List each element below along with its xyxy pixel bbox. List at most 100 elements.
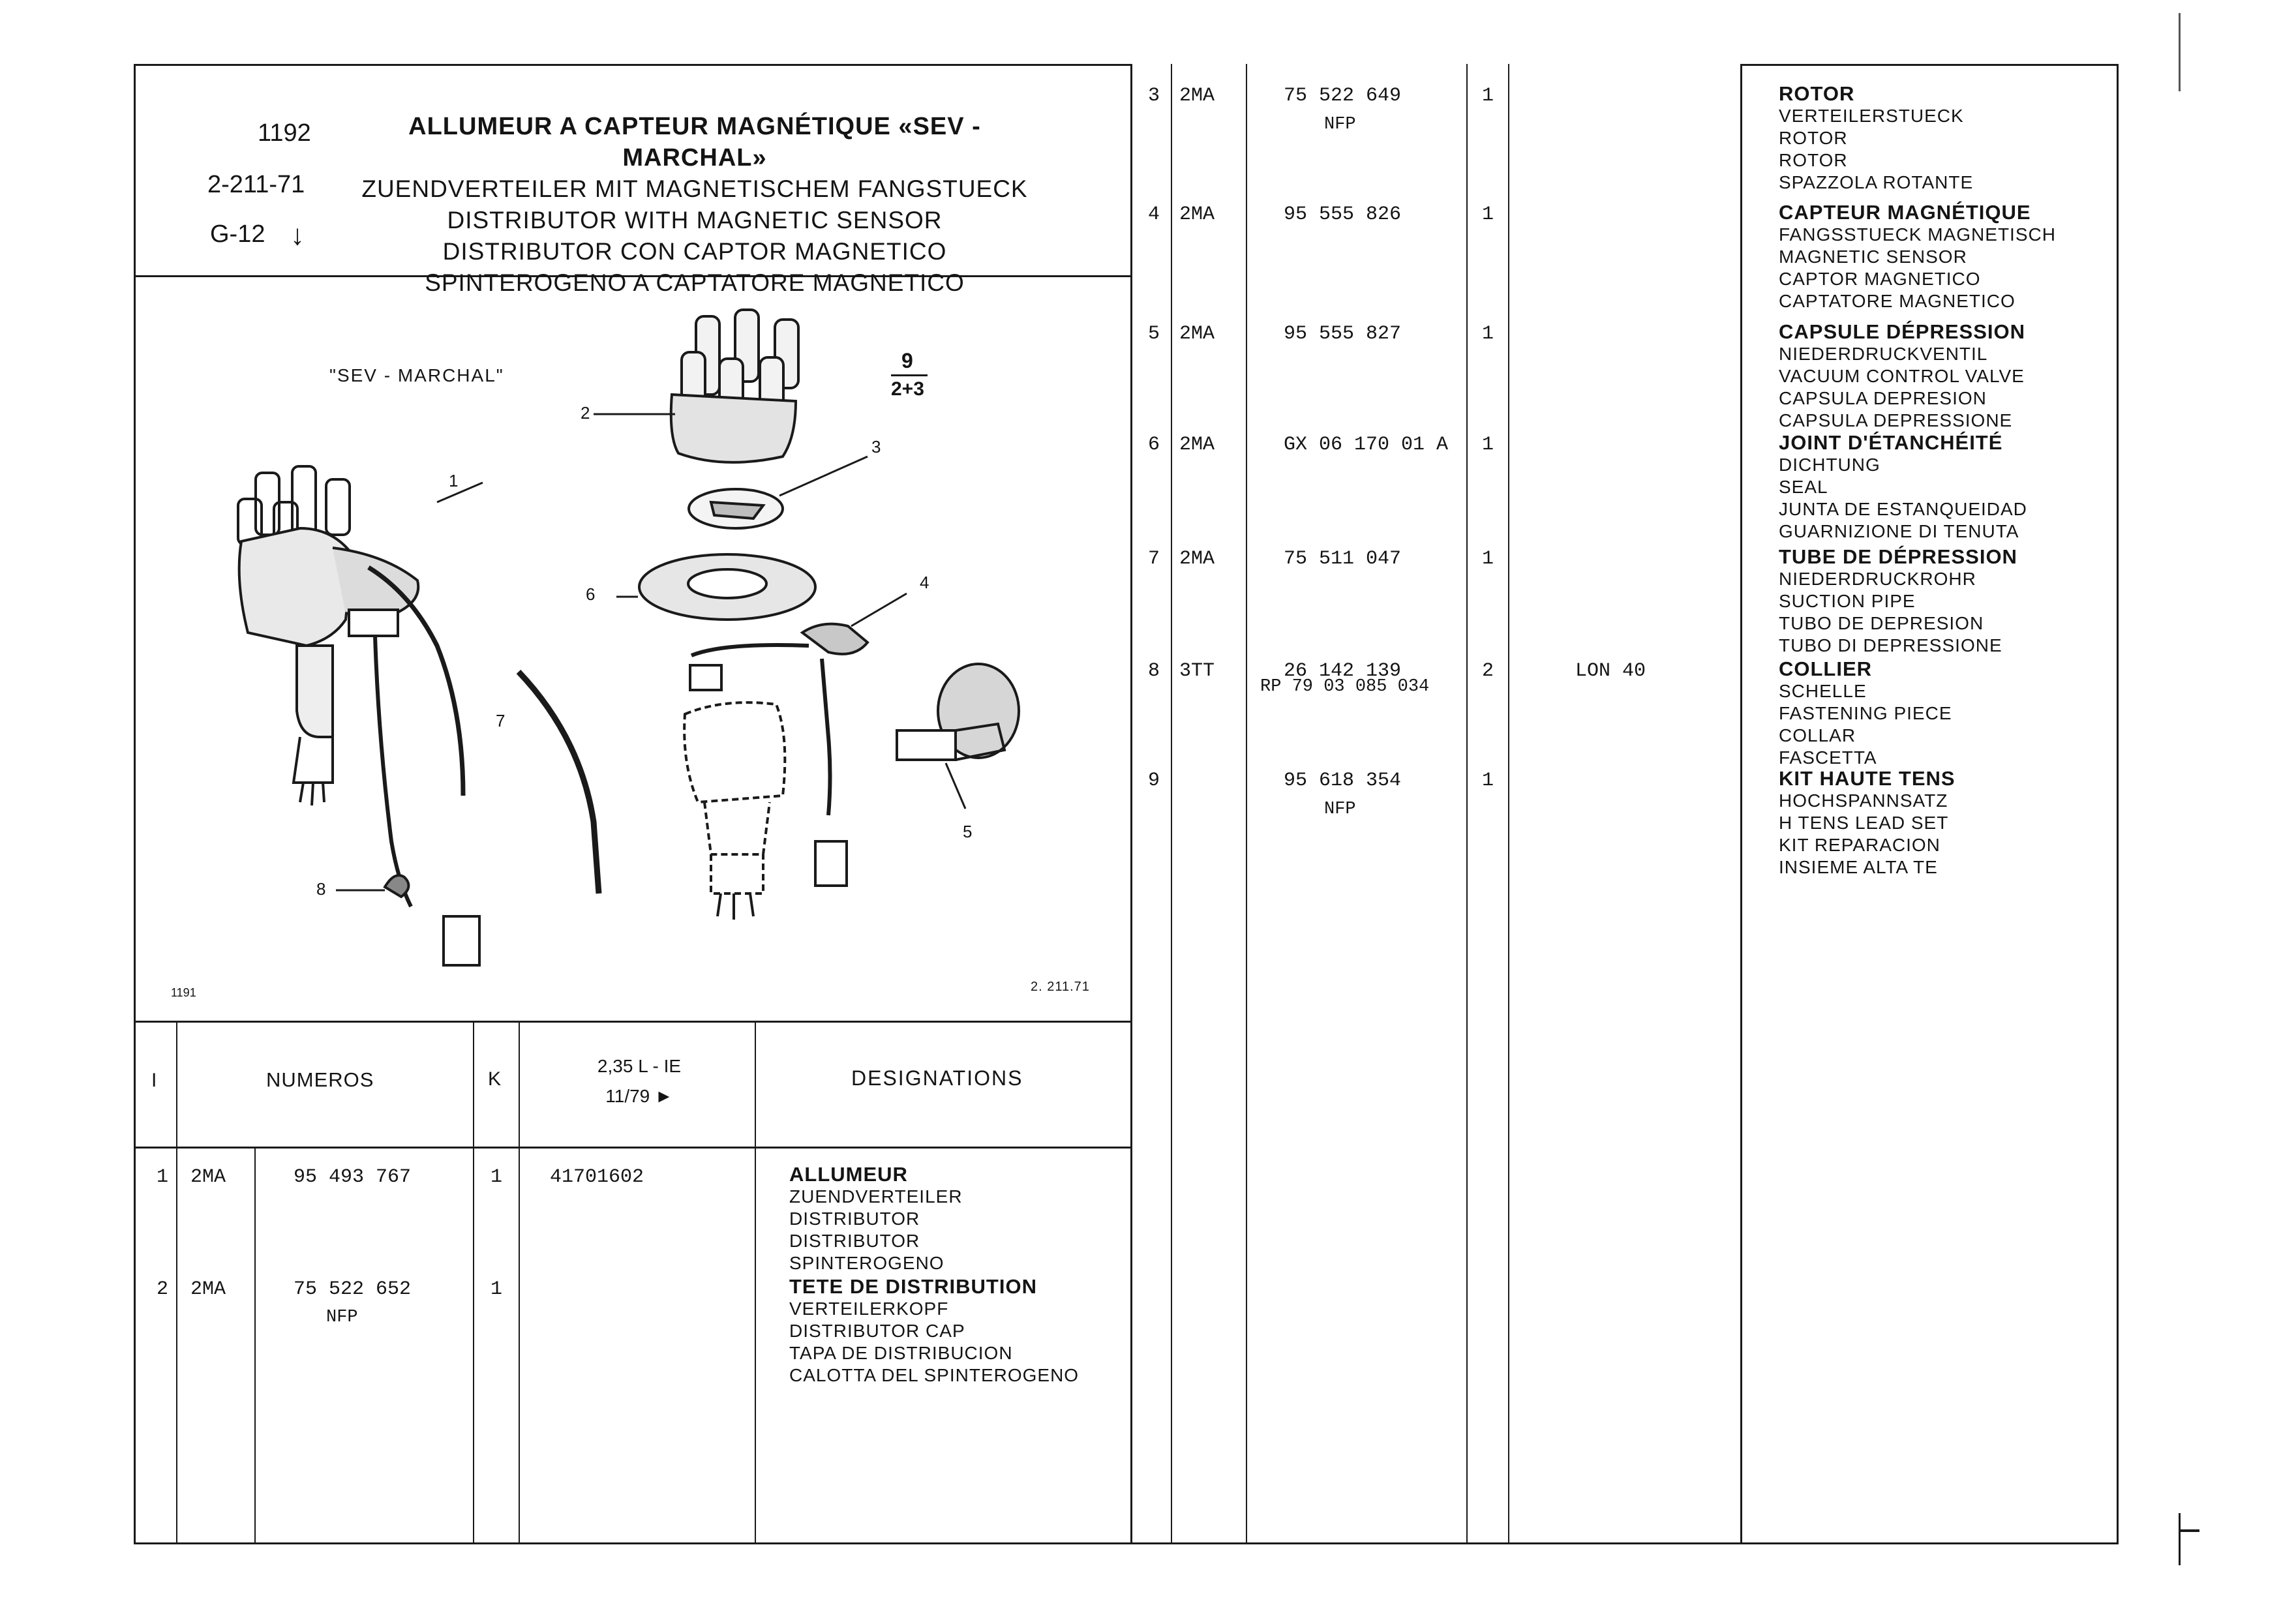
- row-3-item: 3: [1148, 85, 1160, 107]
- diagram-divider: [134, 1021, 1132, 1023]
- group-code: G-12: [210, 220, 265, 248]
- col-line-k-left: [473, 1021, 474, 1544]
- row-8-desc-line: COLLAR: [1779, 725, 1856, 745]
- row-7-code: 2MA: [1179, 548, 1215, 570]
- title-spanish: DISTRIBUTOR CON CAPTOR MAGNETICO: [442, 238, 947, 265]
- row-8-desc-line: FASCETTA: [1779, 747, 1877, 768]
- row-5-desc-line: CAPSULA DEPRESSIONE: [1779, 410, 2013, 430]
- row-7-item: 7: [1148, 548, 1160, 570]
- table-header-divider: [134, 1147, 1132, 1149]
- row-8-qty: 2: [1482, 660, 1494, 682]
- row-2-code: 2MA: [190, 1278, 226, 1300]
- row-4-code: 2MA: [1179, 203, 1215, 226]
- row-6-number: GX 06 170 01 A: [1284, 434, 1449, 456]
- row-3-desc-line: ROTOR: [1779, 150, 1848, 170]
- row-9-qty: 1: [1482, 770, 1494, 792]
- row-3-desc-line: ROTOR: [1779, 128, 1848, 148]
- row-9-desc-line: KIT REPARACION: [1779, 835, 1941, 855]
- row-6-desc-line: JUNTA DE ESTANQUEIDAD: [1779, 499, 2027, 519]
- callout-6: 6: [586, 584, 596, 604]
- col-line-k-right: [519, 1021, 520, 1544]
- callout-2: 2: [581, 403, 590, 423]
- row-2-description: TETE DE DISTRIBUTION VERTEILERKOPF DISTR…: [789, 1276, 1079, 1387]
- fraction-bottom: 2+3: [891, 378, 924, 400]
- row-7-desc-line: TUBO DI DEPRESSIONE: [1779, 635, 2002, 655]
- row-8-item: 8: [1148, 660, 1160, 682]
- row-9-item: 9: [1148, 770, 1160, 792]
- row-1-desc-es: DISTRIBUTOR: [789, 1231, 920, 1251]
- row-2-desc-title: TETE DE DISTRIBUTION: [789, 1275, 1037, 1298]
- row-2-desc-es: TAPA DE DISTRIBUCION: [789, 1343, 1013, 1363]
- row-5-desc-line: VACUUM CONTROL VALVE: [1779, 366, 2025, 386]
- row-1-description: ALLUMEUR ZUENDVERTEILER DISTRIBUTOR DIST…: [789, 1164, 963, 1274]
- row-2-desc-en: DISTRIBUTOR CAP: [789, 1321, 965, 1341]
- row-3-desc-line: SPAZZOLA ROTANTE: [1779, 172, 1974, 192]
- row-3-note: NFP: [1324, 115, 1356, 134]
- left-block-right-border: [1130, 64, 1132, 1544]
- row-2-desc-de: VERTEILERKOPF: [789, 1299, 949, 1319]
- row-6-code: 2MA: [1179, 434, 1215, 456]
- page-number: 1192: [258, 119, 311, 147]
- row-7-desc-line: NIEDERDRUCKROHR: [1779, 569, 1976, 589]
- row-6-item: 6: [1148, 434, 1160, 456]
- down-arrow-icon: ↓: [290, 219, 305, 251]
- row-5-number: 95 555 827: [1284, 323, 1402, 345]
- row-6-desc-title: JOINT D'ÉTANCHÉITÉ: [1779, 431, 2003, 454]
- col-line-desig: [755, 1021, 756, 1544]
- row-1-desc-title: ALLUMEUR: [789, 1163, 908, 1186]
- row-7-qty: 1: [1482, 548, 1494, 570]
- right-col-desig: [1740, 64, 1742, 1544]
- reference-number: 2-211-71: [207, 171, 305, 198]
- row-7-number: 75 511 047: [1284, 548, 1402, 570]
- row-5-desc-line: CAPSULA DEPRESION: [1779, 388, 1987, 408]
- row-3-code: 2MA: [1179, 85, 1215, 107]
- callout-5: 5: [963, 822, 973, 841]
- row-2-note: NFP: [326, 1308, 358, 1327]
- row-8-code: 3TT: [1179, 660, 1215, 682]
- edge-mark: [2179, 1513, 2181, 1565]
- distributor-body-exploded: [683, 701, 787, 895]
- row-1-qty: 1: [491, 1166, 503, 1188]
- row-9-number: 95 618 354: [1284, 770, 1402, 792]
- callout-8: 8: [316, 879, 326, 899]
- row-3-number: 75 522 649: [1284, 85, 1402, 107]
- title-english: DISTRIBUTOR WITH MAGNETIC SENSOR: [447, 207, 943, 233]
- row-3-desc-line: VERTEILERSTUECK: [1779, 106, 1964, 126]
- row-4-qty: 1: [1482, 203, 1494, 226]
- callout-3: 3: [871, 437, 881, 457]
- row-6-desc-line: SEAL: [1779, 477, 1828, 497]
- row-2-qty: 1: [491, 1278, 503, 1300]
- callout-line-3: [779, 455, 868, 497]
- col-header-i: I: [151, 1070, 157, 1091]
- row-9-desc-line: H TENS LEAD SET: [1779, 813, 1949, 833]
- magnetic-sensor: [800, 622, 869, 655]
- model-engine: 2,35 L - IE: [597, 1056, 682, 1076]
- row-6-qty: 1: [1482, 434, 1494, 456]
- row-1-ref: 41701602: [550, 1166, 644, 1188]
- title-french: ALLUMEUR A CAPTEUR MAGNÉTIQUE «SEV - MAR…: [408, 113, 981, 172]
- vacuum-capsule: [896, 663, 1020, 761]
- row-9-desc-line: HOCHSPANNSATZ: [1779, 790, 1948, 811]
- row-4-desc-line: MAGNETIC SENSOR: [1779, 247, 1967, 267]
- edge-mark: [2179, 13, 2181, 91]
- figure-reference: 2. 211.71: [1031, 980, 1090, 994]
- row-1-number: 95 493 767: [294, 1166, 412, 1188]
- row-8-desc-line: FASTENING PIECE: [1779, 703, 1952, 723]
- col-header-model: 2,35 L - IE 11/79 ►: [545, 1051, 734, 1111]
- row-7-desc-line: SUCTION PIPE: [1779, 591, 1916, 611]
- row-8-note: RP 79 03 085 034: [1260, 677, 1430, 697]
- row-5-qty: 1: [1482, 323, 1494, 345]
- border-bottom: [134, 1542, 2119, 1544]
- row-1-code: 2MA: [190, 1166, 226, 1188]
- row-8-number: 26 142 139: [1284, 660, 1402, 682]
- row-1-desc-it: SPINTEROGENO: [789, 1253, 944, 1273]
- row-6-desc-line: GUARNIZIONE DI TENUTA: [1779, 521, 2019, 541]
- brand-label: "SEV - MARCHAL": [329, 365, 504, 385]
- right-top-border: [1740, 64, 2119, 66]
- header-divider: [134, 275, 1132, 277]
